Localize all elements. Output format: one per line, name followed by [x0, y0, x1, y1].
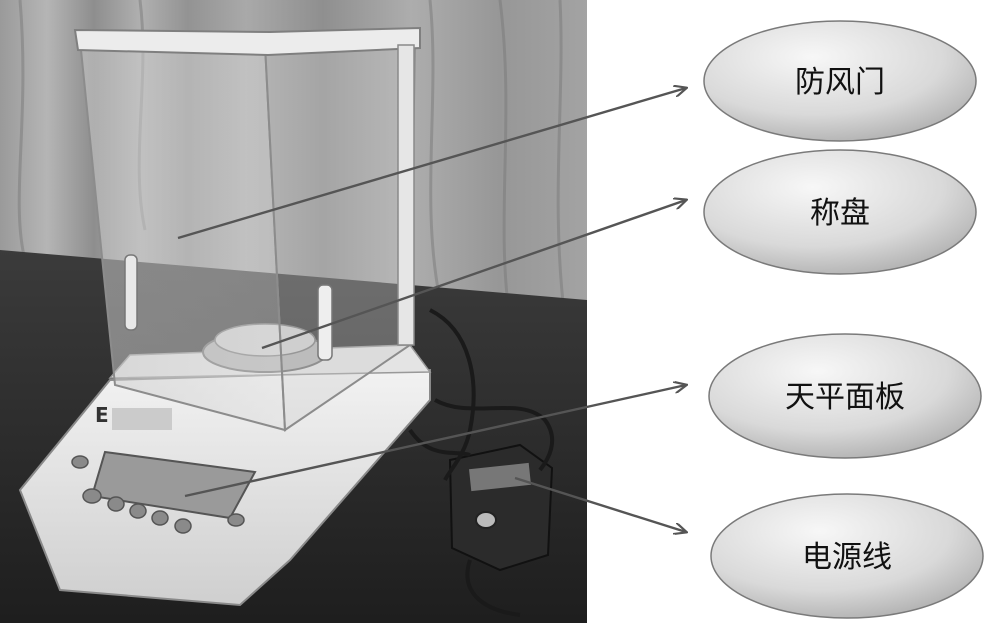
balance-buttons	[71, 455, 245, 534]
label-weighing-pan: 称盘	[703, 149, 977, 275]
leader-weighing-pan	[261, 200, 686, 350]
label-text-weighing-pan: 称盘	[810, 196, 870, 231]
label-ellipse	[703, 149, 977, 275]
balance-photo: E	[0, 0, 587, 623]
power-adapter	[448, 443, 554, 572]
adapter-label	[469, 462, 531, 492]
label-power-cord: 电源线	[710, 493, 984, 619]
label-text-balance-panel: 天平面板	[785, 380, 905, 415]
brand-text-strip	[112, 408, 172, 430]
leader-power-cord	[514, 476, 686, 532]
label-text-power-cord: 电源线	[802, 540, 892, 575]
label-ellipse	[708, 333, 982, 459]
power-cables	[408, 308, 555, 617]
door-handle-right	[317, 284, 333, 361]
enclosure-pillar	[397, 44, 415, 346]
leader-balance-panel	[184, 385, 686, 498]
label-text-windshield-door: 防风门	[795, 65, 885, 100]
label-ellipse	[703, 20, 977, 142]
enclosure-top-frame	[73, 26, 421, 57]
label-ellipse	[710, 493, 984, 619]
adapter-socket	[475, 511, 497, 529]
brand-mark: E	[95, 403, 109, 427]
label-windshield-door: 防风门	[703, 20, 977, 142]
door-handle-left	[124, 254, 138, 331]
leader-windshield-door	[177, 88, 686, 240]
leader-lines	[177, 88, 686, 532]
label-balance-panel: 天平面板	[708, 333, 982, 459]
